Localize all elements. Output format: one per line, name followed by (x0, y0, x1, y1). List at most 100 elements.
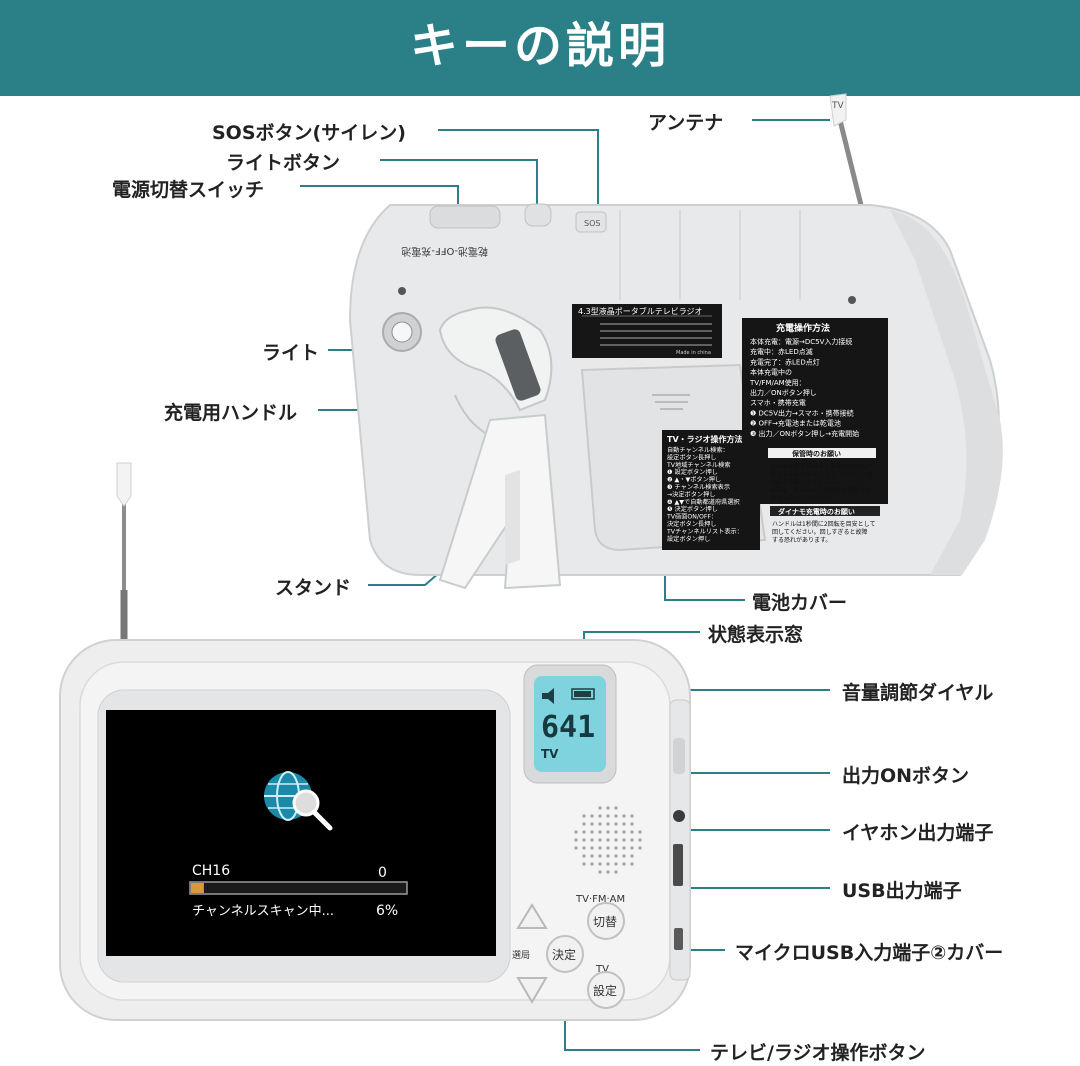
grille-hole (614, 814, 618, 818)
tv-screen (106, 710, 496, 956)
label-light: ライト (262, 342, 320, 364)
setting-button[interactable] (587, 971, 625, 1009)
grille-hole (598, 838, 602, 842)
grille-hole (606, 846, 610, 850)
grille-hole (582, 814, 586, 818)
crank-handle[interactable] (438, 306, 553, 441)
label-stand: スタンド (275, 577, 352, 599)
micro-usb-cover[interactable] (674, 928, 683, 950)
grille-hole (582, 830, 586, 834)
grille-hole (630, 838, 634, 842)
panel-line: 自動チャンネル検索： (667, 446, 729, 454)
panel-line: ※高温・低温および高湿度の場所での (770, 486, 871, 494)
panel-line: スマホ・携帯充電 (750, 398, 806, 407)
panel-line: ❷ ▲・▼ボタン押し (667, 476, 721, 484)
grille-hole (622, 814, 626, 818)
panel-line: ❸ チャンネル検索表示 (667, 483, 730, 491)
grille-hole (582, 846, 586, 850)
output-on-button[interactable] (673, 738, 685, 774)
panel-line: 本体充電中の (750, 368, 792, 377)
grille-hole (630, 814, 634, 818)
grille-hole (590, 814, 594, 818)
up-button[interactable] (516, 903, 548, 929)
panel-line: する恐れがあります。 (772, 536, 831, 544)
panel-line: は必ず充電してください。 (770, 478, 842, 486)
battery-icon (571, 688, 595, 700)
panel-line: ❶ 設定ボタン押し (667, 468, 718, 476)
grille-hole (598, 814, 602, 818)
product-label-footer: Made in china (676, 350, 711, 356)
panel-line: 充電完了：赤LED点灯 (750, 357, 820, 366)
grille-hole (598, 870, 602, 874)
grille-hole (590, 822, 594, 826)
grille-hole (606, 814, 610, 818)
panel-line: 設定ボタン押し (667, 535, 710, 543)
grille-hole (606, 822, 610, 826)
screen-channel: CH16 (192, 863, 230, 879)
grille-hole (622, 838, 626, 842)
grille-hole (598, 830, 602, 834)
lcd-digits: 641 (541, 710, 595, 745)
grille-hole (614, 838, 618, 842)
usb-output-port[interactable] (673, 844, 683, 886)
grille-hole (574, 846, 578, 850)
panel-line: 保管は避けてください。 (770, 494, 836, 502)
panel-line: 回してください。回しすぎると故障 (772, 528, 868, 536)
panel-line: →決定ボタン押し (667, 490, 716, 498)
label-output-on-button: 出力ONボタン (842, 765, 970, 787)
title-banner: キーの説明 (0, 0, 1080, 96)
panel-line: 決定ボタン長押し (667, 520, 717, 528)
switch-button-text: 切替 (593, 915, 617, 929)
grille-hole (630, 846, 634, 850)
front-antenna (116, 462, 132, 650)
power-switch[interactable] (429, 205, 501, 229)
panel-line: ❶ DC5V出力→スマホ・携帯接続 (750, 408, 854, 417)
panel-line: 低下する恐れがあります。6ヶ月に1度 (770, 470, 873, 478)
grille-hole (614, 830, 618, 834)
charge-panel (742, 318, 888, 504)
grille-hole (598, 806, 602, 810)
decide-button-text: 決定 (552, 947, 576, 962)
scan-progress-fill (191, 883, 204, 893)
grille-hole (638, 838, 642, 842)
grille-hole (574, 830, 578, 834)
earphone-jack[interactable] (673, 810, 685, 822)
screen-percent: 6% (376, 903, 398, 919)
globe-search-icon (264, 771, 333, 831)
grille-hole (582, 862, 586, 866)
grille-hole (622, 854, 626, 858)
panel-line: TVチャンネルリスト表示： (666, 527, 743, 535)
charge-panel-title: 充電操作方法 (776, 322, 830, 334)
grille-hole (606, 870, 610, 874)
down-button[interactable] (516, 977, 548, 1004)
panel-line: ❸ 出力／ONボタン押し→充電開始 (750, 429, 859, 438)
sos-key[interactable] (575, 211, 607, 233)
grille-hole (582, 822, 586, 826)
scan-progress-track (189, 881, 408, 895)
grille-hole (582, 854, 586, 858)
switch-button[interactable] (587, 902, 625, 940)
label-antenna: アンテナ (648, 112, 724, 134)
decide-button[interactable] (546, 935, 584, 973)
grille-hole (590, 838, 594, 842)
grille-hole (630, 822, 634, 826)
grille-hole (614, 854, 618, 858)
label-usb-output: USB出力端子 (842, 880, 962, 902)
label-power-switch: 電源切替スイッチ (112, 179, 265, 201)
panel-line: 出力／ONボタン押し (750, 388, 817, 397)
grille-hole (622, 822, 626, 826)
grille-hole (614, 846, 618, 850)
lcd-mode: TV (541, 747, 559, 761)
power-switch-text: 乾電池-OFF-充電池 (401, 245, 488, 258)
stand[interactable] (438, 413, 562, 590)
storage-title: 保管時のお願い (791, 449, 841, 458)
label-light-button: ライトボタン (226, 152, 341, 174)
grille-hole (598, 854, 602, 858)
grille-hole (622, 846, 626, 850)
light-button[interactable] (524, 203, 552, 227)
grille-hole (606, 830, 610, 834)
grille-hole (590, 854, 594, 858)
